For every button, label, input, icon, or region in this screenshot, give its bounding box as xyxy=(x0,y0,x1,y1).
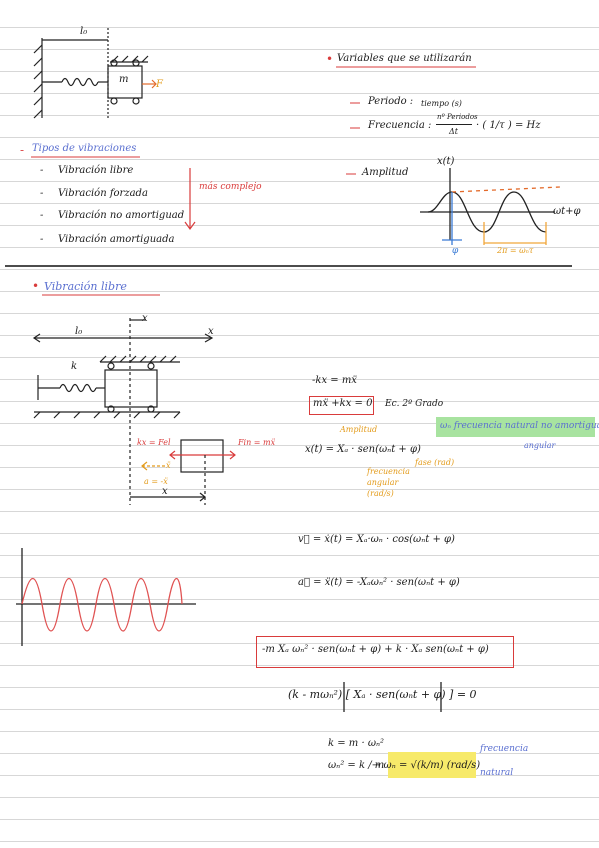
fin-label: Fin = mẍ xyxy=(238,438,276,447)
amplitude-graph xyxy=(420,168,561,245)
amplitude-note: Amplitud xyxy=(340,425,378,434)
velocity-equation: v⃗ = ẋ(t) = Xₐ·ωₙ · cos(ωₙt + φ) xyxy=(298,534,455,545)
tipos-dash-1: - xyxy=(40,165,44,176)
periodo-term: Periodo : xyxy=(368,96,414,107)
bullet-dot: • xyxy=(326,52,334,66)
wn-result-highlight xyxy=(388,752,476,778)
top-force-label: F xyxy=(156,79,163,90)
frecuencia-fraction-bar xyxy=(436,124,472,125)
frecuencia-tail: · ( 1/τ ) = Hz xyxy=(476,120,541,131)
libre-axis-x-small: x xyxy=(142,313,148,324)
top-mass-label: m xyxy=(119,74,129,85)
tipos-item-3: Vibración no amortiguad xyxy=(58,210,185,221)
accel-arrow-label: ẍ xyxy=(166,461,171,470)
top-spring-mass-diagram xyxy=(33,28,157,120)
tipos-dash: - xyxy=(20,143,25,157)
substitution-equation: -m Xₐ ωₙ² · sen(ωₙt + φ) + k · Xₐ sen(ωₙ… xyxy=(262,644,489,655)
accel-equation: a = -ẍ xyxy=(144,477,168,486)
diff-eq-note: Ec. 2º Grado xyxy=(385,399,444,409)
solution-equation: x(t) = Xₐ · sen(ωₙt + φ) xyxy=(305,444,421,455)
tipos-dash-4: - xyxy=(40,234,44,245)
tipos-item-2: Vibración forzada xyxy=(58,188,148,199)
free-vibration-diagram xyxy=(32,318,236,505)
diff-eq-box xyxy=(309,396,374,415)
displacement-label: x xyxy=(162,486,168,497)
natural-freq-note: ωₙ frecuencia natural no amortiguada xyxy=(440,421,599,431)
top-length-label: l₀ xyxy=(80,26,88,37)
natural-freq-highlight xyxy=(436,417,595,437)
acceleration-equation: a⃗ = ẍ(t) = -Xₐωₙ² · sen(ωₙt + φ) xyxy=(298,577,460,588)
frecuencia-denominator: Δt xyxy=(449,127,458,136)
tipos-item-4: Vibración amortiguada xyxy=(58,234,175,245)
frecuencia-numerator: nº Periodos xyxy=(437,113,478,121)
periodo-value: tiempo (s) xyxy=(421,99,462,108)
libre-spring-label: k xyxy=(71,361,78,372)
substitution-box xyxy=(256,636,514,668)
frecuencia-label: frecuencia xyxy=(480,744,529,754)
kx-label: kx = Fel xyxy=(137,438,171,447)
natural-label: natural xyxy=(480,768,514,778)
variables-heading: Variables que se utilizarán xyxy=(337,53,472,64)
tipos-heading: Tipos de vibraciones xyxy=(32,143,137,154)
libre-bullet: • xyxy=(32,279,40,293)
angular-freq-note: frecuencia angular (rad/s) xyxy=(367,467,410,498)
k-relation: k = m · ωₙ² xyxy=(328,738,385,749)
graph-period-label: 2π = ωₙτ xyxy=(497,246,534,255)
wn-result: → ωₙ = √(k/m) (rad/s) xyxy=(372,760,481,771)
phase-note: fase (rad) xyxy=(415,458,455,467)
graph-phase-mark: φ xyxy=(452,246,459,256)
angular-note: angular xyxy=(524,441,556,450)
tipos-item-1: Vibración libre xyxy=(58,165,134,176)
complexity-arrow xyxy=(184,168,196,231)
newton-equation: -kx = mẍ xyxy=(312,375,357,386)
amplitud-term: Amplitud xyxy=(362,167,409,178)
diff-equation: mẍ +kx = 0 xyxy=(313,398,373,409)
graph-ylabel: x(t) xyxy=(437,156,455,167)
factored-equation: (k - mωₙ²) [ Xₐ · sen(ωₙt + φ) ] = 0 xyxy=(288,688,477,701)
complexity-note: más complejo xyxy=(199,182,262,192)
tipos-dash-2: - xyxy=(40,188,44,199)
wn-squared: ωₙ² = k / m xyxy=(328,760,385,771)
graph-xlabel: ωt+φ xyxy=(553,206,581,217)
libre-heading: Vibración libre xyxy=(44,280,127,293)
tipos-dash-3: - xyxy=(40,210,44,221)
sine-wave-graph xyxy=(16,548,196,646)
libre-axis-x: x xyxy=(208,326,214,337)
frecuencia-term: Frecuencia : xyxy=(368,120,432,131)
libre-length-label: l₀ xyxy=(75,326,83,337)
